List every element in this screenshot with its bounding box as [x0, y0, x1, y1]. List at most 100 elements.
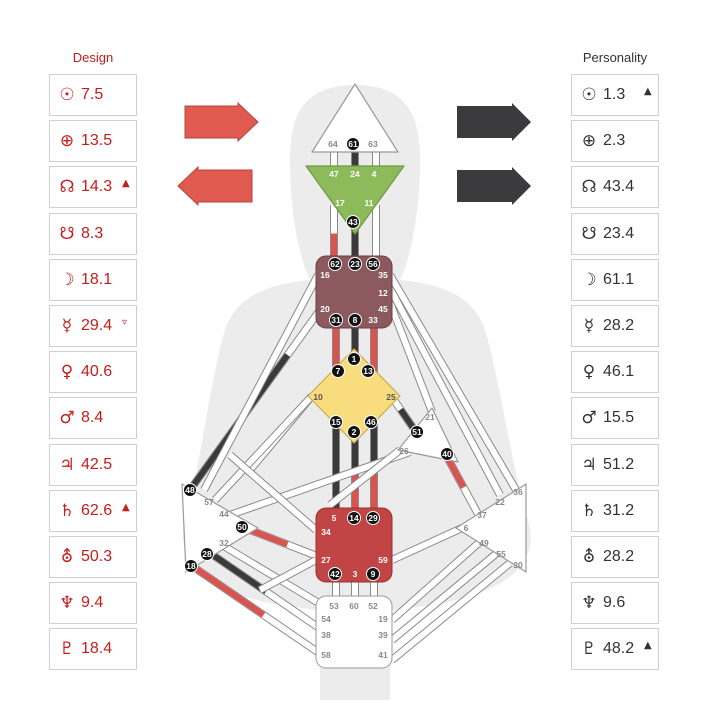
gate-52[interactable]: 52	[368, 601, 378, 611]
gate-15[interactable]: 15	[329, 415, 343, 429]
gate-20[interactable]: 20	[320, 304, 330, 314]
personality-row-north-node[interactable]: ☊43.4	[571, 166, 659, 209]
gate-12[interactable]: 12	[378, 288, 388, 298]
gate-64[interactable]: 64	[328, 139, 338, 149]
gate-26[interactable]: 26	[399, 446, 409, 456]
gate-24[interactable]: 24	[350, 169, 360, 179]
personality-row-venus[interactable]: ♀46.1	[571, 351, 659, 394]
gate-6[interactable]: 6	[464, 523, 469, 533]
gate-28[interactable]: 28	[200, 547, 214, 561]
gate-13[interactable]: 13	[361, 364, 375, 378]
gate-2[interactable]: 2	[347, 425, 361, 439]
personality-row-mars[interactable]: ♂15.5	[571, 397, 659, 440]
design-row-neptune[interactable]: ♆9.4	[49, 582, 137, 625]
gate-37[interactable]: 37	[477, 510, 487, 520]
gate-35[interactable]: 35	[378, 270, 388, 280]
gate-44[interactable]: 44	[219, 509, 229, 519]
design-row-mars[interactable]: ♂8.4	[49, 397, 137, 440]
gate-16[interactable]: 16	[320, 270, 330, 280]
gate-number: 4	[372, 169, 377, 179]
gate-54[interactable]: 54	[321, 614, 331, 624]
head-center	[311, 83, 399, 153]
gate-23[interactable]: 23	[348, 257, 362, 271]
gate-10[interactable]: 10	[313, 392, 323, 402]
gate-17[interactable]: 17	[335, 198, 345, 208]
personality-row-earth[interactable]: ⊕2.3	[571, 120, 659, 163]
gate-34[interactable]: 34	[321, 527, 331, 537]
gate-57[interactable]: 57	[204, 497, 214, 507]
design-row-sun[interactable]: ☉7.5	[49, 74, 137, 116]
gate-51[interactable]: 51	[410, 425, 424, 439]
sun-icon: ☉	[581, 85, 597, 105]
gate-number: 59	[378, 555, 388, 565]
personality-arrow-top	[457, 103, 531, 141]
gate-number: 41	[378, 650, 388, 660]
design-row-saturn[interactable]: ♄62.6▲	[49, 489, 137, 532]
gate-3[interactable]: 3	[353, 569, 358, 579]
gate-21[interactable]: 21	[425, 412, 435, 422]
gate-18[interactable]: 18	[184, 559, 198, 573]
gate-31[interactable]: 31	[329, 313, 343, 327]
design-row-south-node[interactable]: ☋8.3	[49, 212, 137, 255]
design-row-earth[interactable]: ⊕13.5	[49, 120, 137, 163]
gate-27[interactable]: 27	[321, 555, 331, 565]
personality-row-moon[interactable]: ☽61.1	[571, 258, 659, 301]
gate-number: 28	[202, 549, 212, 559]
gate-42[interactable]: 42	[328, 567, 342, 581]
gate-49[interactable]: 49	[479, 538, 489, 548]
gate-40[interactable]: 40	[440, 447, 454, 461]
gate-48[interactable]: 48	[183, 483, 197, 497]
uranus-icon: ⛢	[582, 546, 596, 567]
gate-33[interactable]: 33	[368, 315, 378, 325]
gate-63[interactable]: 63	[368, 139, 378, 149]
gate-25[interactable]: 25	[386, 392, 396, 402]
gate-53[interactable]: 53	[329, 601, 339, 611]
gate-62[interactable]: 62	[328, 257, 342, 271]
gate-55[interactable]: 55	[496, 549, 506, 559]
design-row-venus[interactable]: ♀40.6	[49, 351, 137, 394]
design-row-jupiter[interactable]: ♃42.5	[49, 443, 137, 486]
gate-59[interactable]: 59	[378, 555, 388, 565]
personality-row-pluto[interactable]: ♇48.2▲	[571, 628, 659, 671]
personality-row-uranus[interactable]: ⛢28.2	[571, 535, 659, 578]
gate-56[interactable]: 56	[366, 257, 380, 271]
personality-row-south-node[interactable]: ☋23.4	[571, 212, 659, 255]
design-row-north-node[interactable]: ☊14.3▲	[49, 166, 137, 209]
gate-50[interactable]: 50	[235, 520, 249, 534]
gate-5[interactable]: 5	[332, 513, 337, 523]
design-row-uranus[interactable]: ⛢50.3	[49, 535, 137, 578]
gate-38[interactable]: 38	[321, 630, 331, 640]
mercury-icon: ☿	[583, 315, 595, 336]
gate-14[interactable]: 14	[347, 511, 361, 525]
gate-11[interactable]: 11	[365, 198, 374, 208]
gate-9[interactable]: 9	[366, 567, 380, 581]
gate-29[interactable]: 29	[366, 511, 380, 525]
gate-7[interactable]: 7	[331, 364, 345, 378]
gate-36[interactable]: 36	[513, 487, 523, 497]
gate-43[interactable]: 43	[346, 215, 360, 229]
design-row-moon[interactable]: ☽18.1	[49, 258, 137, 301]
gate-61[interactable]: 61	[346, 137, 360, 151]
gate-4[interactable]: 4	[372, 169, 377, 179]
gate-60[interactable]: 60	[349, 601, 359, 611]
design-row-pluto[interactable]: ♇18.4	[49, 628, 137, 671]
gate-39[interactable]: 39	[378, 630, 388, 640]
personality-row-sun[interactable]: ☉1.3▲	[571, 74, 659, 116]
personality-row-saturn[interactable]: ♄31.2	[571, 489, 659, 532]
personality-row-neptune[interactable]: ♆9.6	[571, 582, 659, 625]
design-row-mercury[interactable]: ☿29.4▿	[49, 304, 137, 347]
gate-22[interactable]: 22	[495, 497, 505, 507]
gate-8[interactable]: 8	[348, 313, 362, 327]
gate-47[interactable]: 47	[329, 169, 339, 179]
gate-58[interactable]: 58	[321, 650, 331, 660]
south-node-icon: ☋	[59, 223, 75, 244]
personality-row-mercury[interactable]: ☿28.2	[571, 304, 659, 347]
gate-19[interactable]: 19	[378, 614, 388, 624]
gate-41[interactable]: 41	[378, 650, 388, 660]
personality-row-jupiter[interactable]: ♃51.2	[571, 443, 659, 486]
gate-45[interactable]: 45	[378, 304, 388, 314]
gate-46[interactable]: 46	[364, 415, 378, 429]
gate-32[interactable]: 32	[219, 538, 229, 548]
gate-1[interactable]: 1	[347, 352, 361, 366]
gate-30[interactable]: 30	[513, 560, 523, 570]
